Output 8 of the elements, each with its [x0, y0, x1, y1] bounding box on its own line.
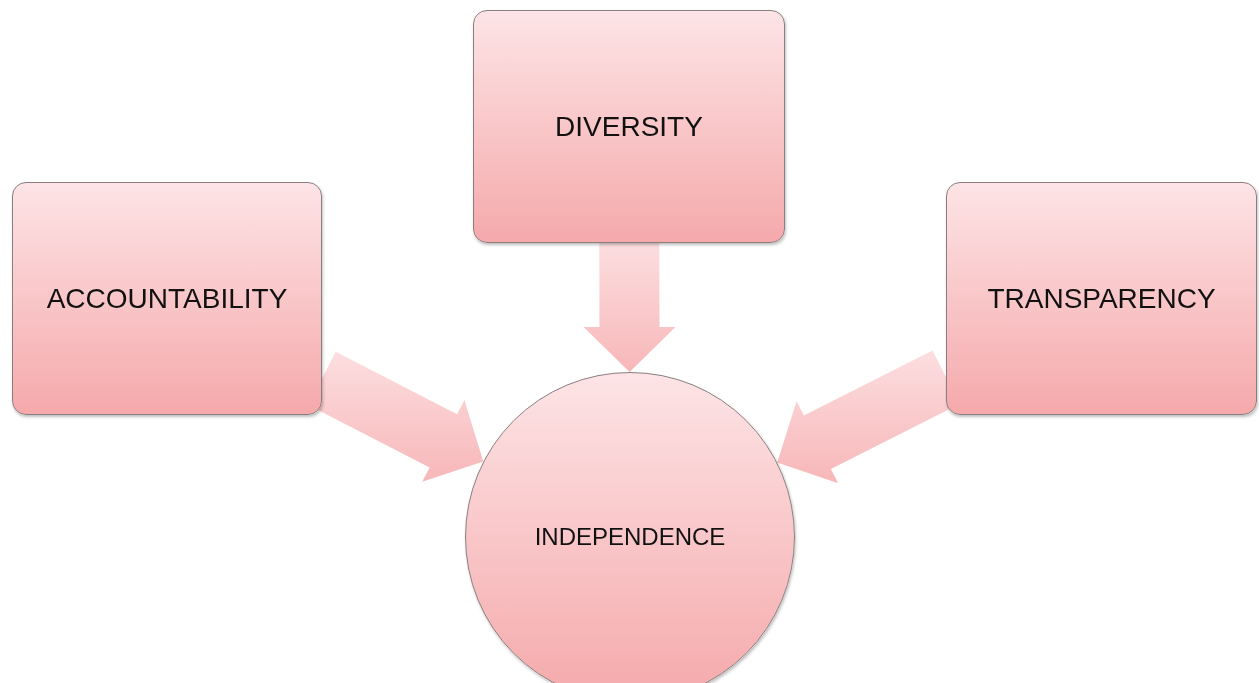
rounded-box: [12, 182, 322, 415]
rounded-box: [473, 10, 785, 243]
node-label: ACCOUNTABILITY: [46, 282, 288, 315]
block-arrow: [583, 242, 676, 372]
rounded-box: [946, 182, 1257, 415]
node-label: DIVERSITY: [555, 110, 703, 143]
node-label: TRANSPARENCY: [987, 282, 1216, 315]
node-label: INDEPENDENCE: [534, 523, 726, 551]
